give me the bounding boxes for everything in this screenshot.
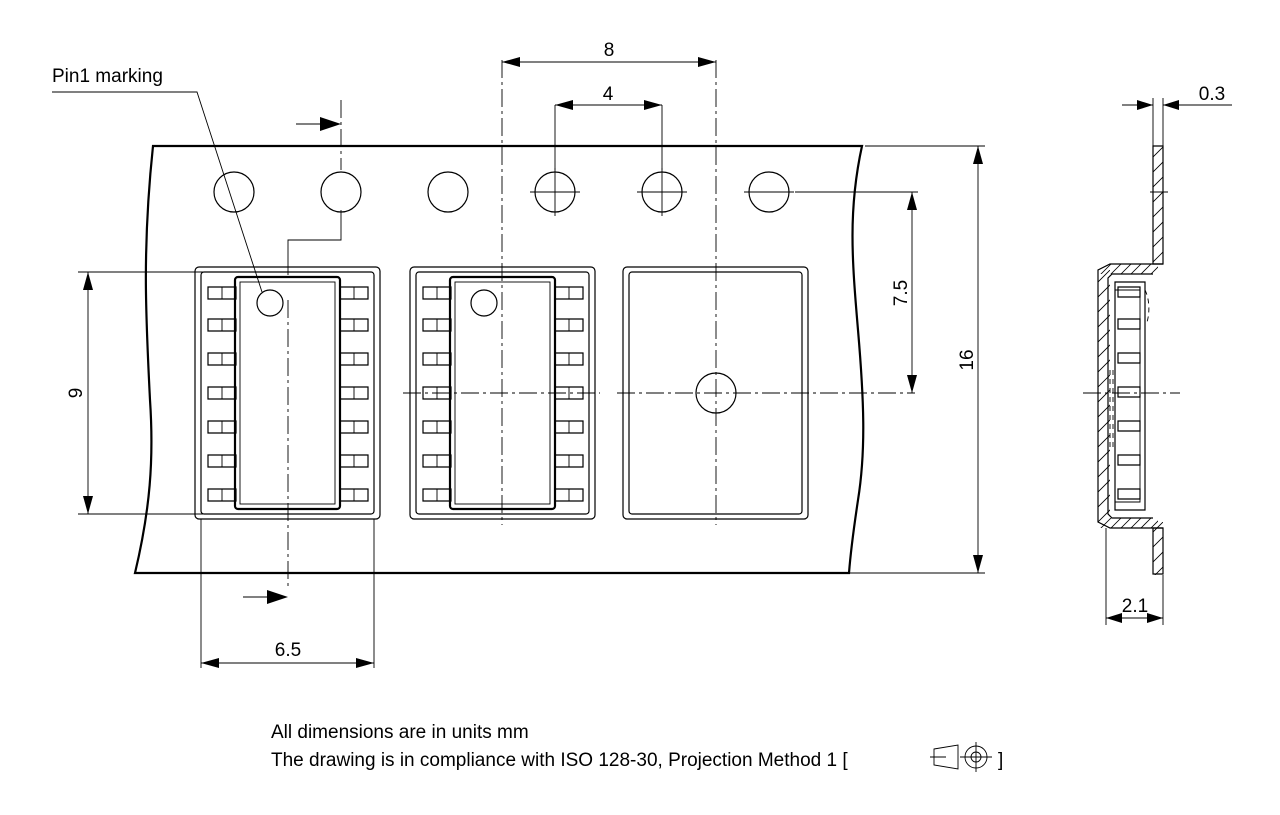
side-leads [1117,286,1141,500]
dimension-6-5: 6.5 [200,519,375,668]
carrier-tape [133,144,865,575]
dimension-16: 16 [850,145,985,574]
pin1-label: Pin1 marking [52,66,163,87]
sprocket-hole [213,171,255,213]
notes: All dimensions are in units mm The drawi… [271,722,1003,772]
dimension-7-5: 7.5 [795,191,918,393]
svg-text:2.1: 2.1 [1122,596,1148,617]
sprocket-holes [213,168,794,216]
pin1-dot [256,289,284,317]
sprocket-hole [427,171,469,213]
side-section-view [1083,145,1180,575]
leads-right [339,286,369,502]
leads-left [207,286,237,502]
pin1-leader: Pin1 marking [52,66,263,293]
svg-text:8: 8 [604,40,615,61]
svg-text:4: 4 [603,84,614,105]
section-marker [243,117,342,604]
dimension-8: 8 [502,40,716,67]
projection-method-icon [930,742,992,772]
center-lines [287,60,915,590]
sprocket-hole [320,171,362,213]
dimension-0-3: 0.3 [1122,84,1232,146]
note-iso: The drawing is in compliance with ISO 12… [271,750,848,771]
note-units: All dimensions are in units mm [271,722,529,743]
pocket-1 [194,266,381,520]
dimension-9: 9 [66,271,240,515]
svg-text:6.5: 6.5 [275,640,301,661]
dimension-2-1: 2.1 [1105,528,1164,625]
svg-text:7.5: 7.5 [891,280,912,306]
svg-text:9: 9 [66,388,87,399]
svg-text:]: ] [998,750,1003,771]
svg-text:16: 16 [957,349,978,370]
svg-text:0.3: 0.3 [1199,84,1225,105]
pocket-2 [409,266,596,520]
dimension-4: 4 [554,84,663,170]
pin1-dot [470,289,498,317]
